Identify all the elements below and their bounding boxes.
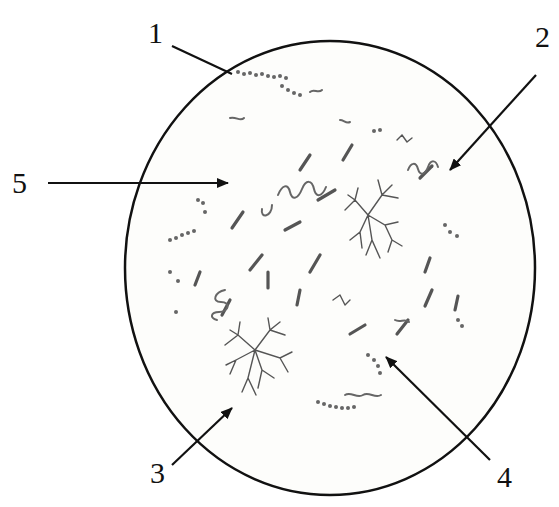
callout-number: 4 [497, 462, 512, 492]
callout-number: 1 [148, 18, 163, 48]
callout-number: 2 [535, 22, 550, 52]
callout-number: 3 [150, 458, 165, 488]
callout-number: 5 [12, 168, 27, 198]
